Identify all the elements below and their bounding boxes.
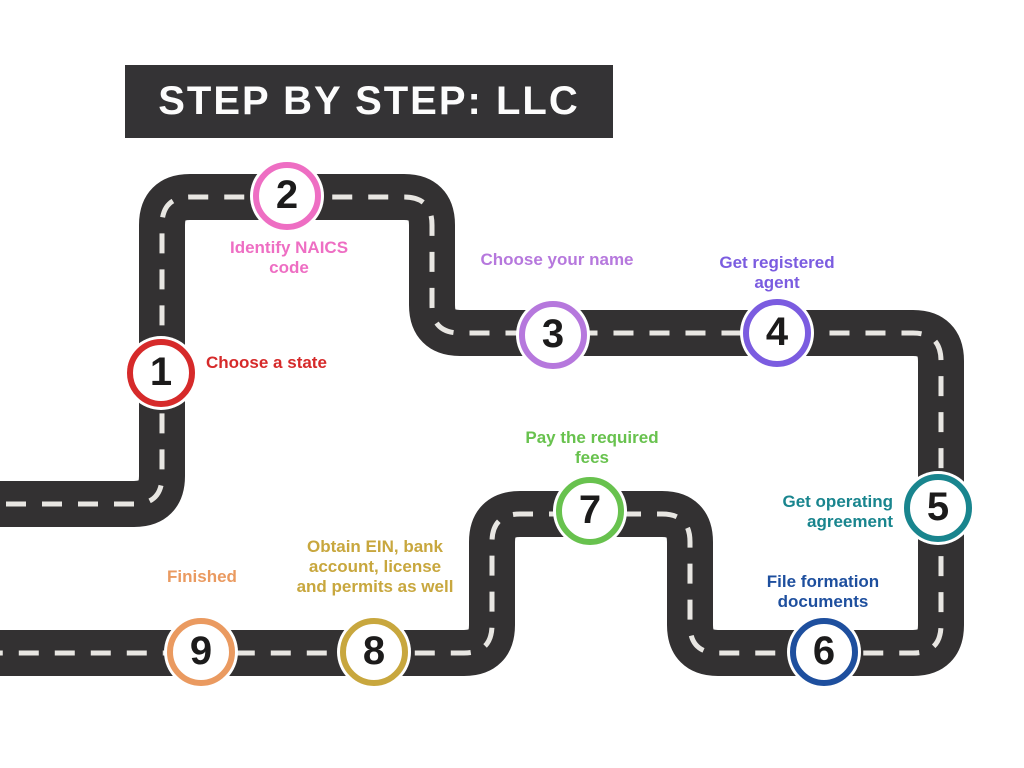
step-label-9: Finished: [167, 567, 237, 586]
step-number-9: 9: [189, 629, 213, 673]
step-circle-5: 5: [904, 474, 972, 542]
step-number-1: 1: [149, 350, 173, 394]
step-circle-3: 3: [519, 301, 587, 369]
step-label-1: Choose a state: [206, 353, 327, 372]
step-label-3: Choose your name: [480, 250, 634, 269]
step-circle-2: 2: [253, 162, 321, 230]
step-label-7: Pay the required fees: [525, 428, 659, 467]
step-circle-9: 9: [167, 618, 235, 686]
step-circle-8: 8: [340, 618, 408, 686]
step-number-3: 3: [541, 312, 565, 356]
step-label-5: Get operating agreement: [782, 492, 893, 531]
step-circle-7: 7: [556, 477, 624, 545]
step-circle-1: 1: [127, 339, 195, 407]
step-number-4: 4: [765, 310, 789, 354]
step-number-5: 5: [926, 485, 950, 529]
step-number-7: 7: [578, 488, 602, 532]
step-number-6: 6: [812, 629, 836, 673]
page-title: STEP BY STEP: LLC: [158, 79, 580, 123]
step-label-8: Obtain EIN, bank account, license and pe…: [296, 537, 454, 596]
step-label-6: File formation documents: [766, 572, 880, 611]
step-circle-6: 6: [790, 618, 858, 686]
title-banner: STEP BY STEP: LLC: [125, 65, 613, 138]
step-circle-4: 4: [743, 299, 811, 367]
step-label-2: Identify NAICS code: [229, 238, 349, 277]
step-number-2: 2: [275, 173, 299, 217]
step-label-4: Get registered agent: [719, 253, 835, 292]
step-number-8: 8: [362, 629, 386, 673]
